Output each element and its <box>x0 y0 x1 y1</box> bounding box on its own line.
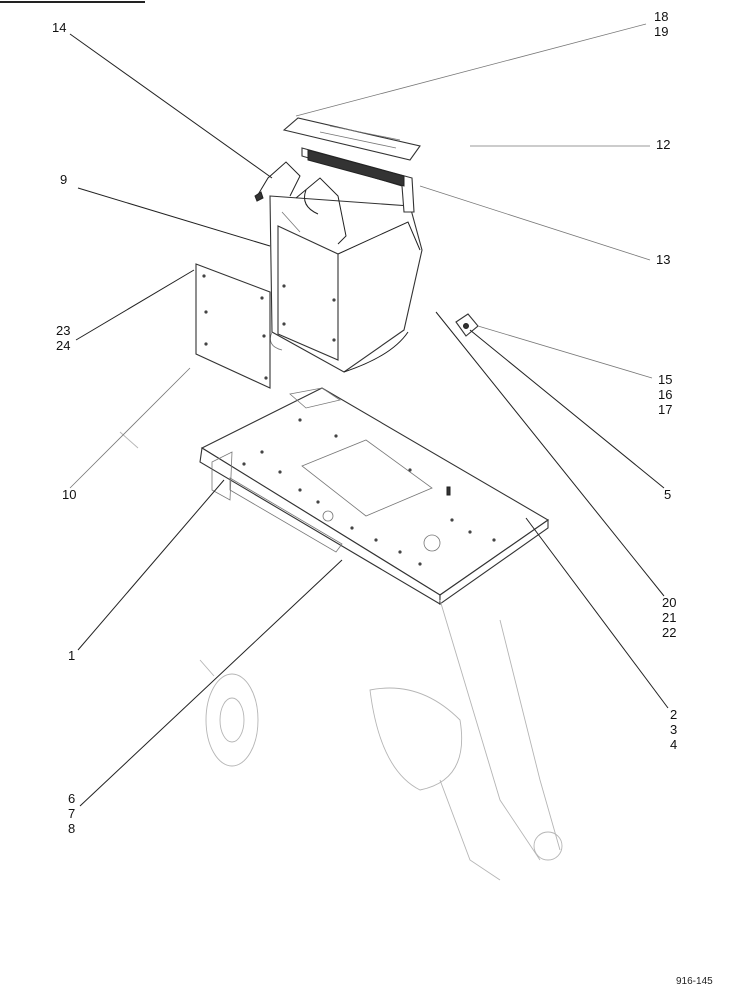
callout-23-24: 23 24 <box>56 323 71 353</box>
callout-6-7-8: 6 7 8 <box>68 791 76 836</box>
callout-15-16-17: 15 16 17 <box>658 372 673 417</box>
callout-1: 1 <box>68 648 76 663</box>
callout-5: 5 <box>664 487 672 502</box>
background-frame-ghost <box>119 431 563 881</box>
callout-12: 12 <box>656 137 671 152</box>
side-panel <box>195 263 271 389</box>
lever-bracket <box>254 161 347 245</box>
callout-20-21-22: 20 21 22 <box>662 595 677 640</box>
callout-9: 9 <box>60 172 68 187</box>
callout-14: 14 <box>52 20 67 35</box>
floor-plate <box>199 387 550 606</box>
console-cover <box>282 117 421 161</box>
callout-2-3-4: 2 3 4 <box>670 707 678 752</box>
drawing-reference-number: 916-145 <box>676 976 713 987</box>
callout-13: 13 <box>656 252 671 267</box>
console-housing <box>269 195 423 373</box>
leader-lines <box>69 23 669 807</box>
callout-10: 10 <box>62 487 77 502</box>
mount-bracket <box>455 313 479 337</box>
callout-18-19: 18 19 <box>654 9 669 39</box>
cover-channel <box>301 147 415 213</box>
